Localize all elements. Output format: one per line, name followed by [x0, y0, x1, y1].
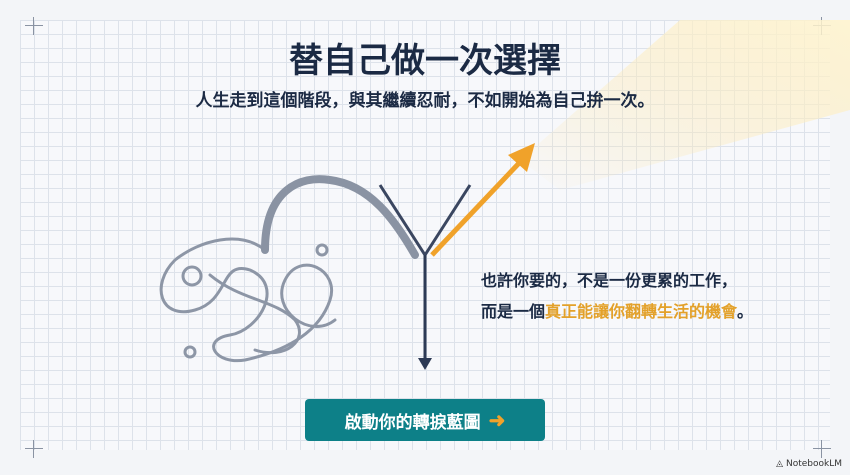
message-suffix: 。 [737, 302, 754, 321]
brand-watermark: ◬ NotebookLM [776, 459, 842, 469]
message-block: 也許你要的，不是一份更累的工作， 而是一個真正能讓你翻轉生活的機會。 [481, 265, 753, 327]
message-prefix: 而是一個 [481, 302, 546, 321]
message-line-2: 而是一個真正能讓你翻轉生活的機會。 [481, 296, 753, 327]
subtitle: 人生走到這個階段，與其繼續忍耐，不如開始為自己拚一次。 [195, 91, 655, 111]
message-highlight: 真正能讓你翻轉生活的機會 [545, 302, 738, 321]
corner-mark [813, 440, 831, 458]
up-arrowhead [508, 143, 535, 172]
start-blueprint-button[interactable]: 啟動你的轉捩藍圖 ➜ [305, 399, 545, 441]
brand-name: NotebookLM [785, 459, 842, 469]
notebooklm-logo-icon: ◬ [776, 459, 786, 469]
arrow-right-icon: ➜ [488, 409, 506, 432]
light-beam [520, 20, 850, 190]
up-path [430, 158, 524, 257]
down-arrowhead [418, 358, 432, 370]
corner-mark [25, 440, 43, 458]
tangled-path [159, 237, 337, 363]
grey-path [261, 175, 419, 259]
message-line-1: 也許你要的，不是一份更累的工作， [481, 271, 738, 290]
page-title: 替自己做一次選擇 [289, 41, 561, 81]
button-label: 啟動你的轉捩藍圖 [344, 412, 481, 432]
corner-mark [25, 17, 43, 35]
